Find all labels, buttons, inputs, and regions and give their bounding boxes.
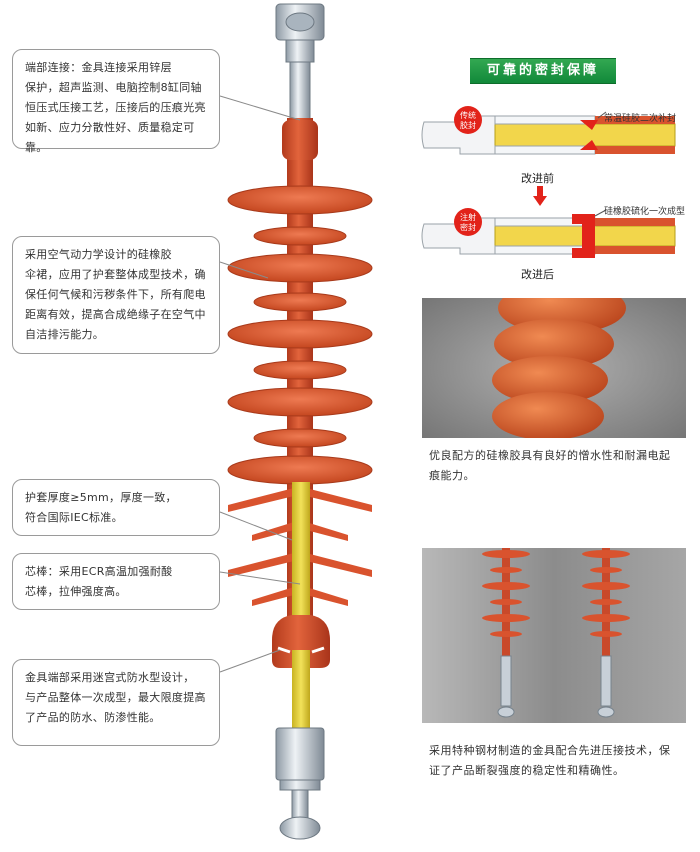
cutaway-section bbox=[228, 482, 372, 730]
shed-closeup-photo bbox=[422, 298, 686, 438]
callout-shed-design: 采用空气动力学设计的硅橡胶 伞裙，应用了护套整体成型技术，确 保任何气候和污秽条… bbox=[12, 236, 220, 354]
callout-sheath-thickness: 护套厚度≥5mm，厚度一致， 符合国际IEC标准。 bbox=[12, 479, 220, 536]
injection-badge-line2: 密封 bbox=[460, 222, 476, 232]
callout-core-rod-text: 芯棒：采用ECR高温加强耐酸 芯棒，拉伸强度高。 bbox=[25, 565, 173, 598]
callout-end-connection-text: 端部连接：金具连接采用锌层 保护，超声监测、电脑控制8缸同轴 恒压式压接工艺，压… bbox=[25, 61, 206, 154]
note-before: 常温硅胶二次补封 bbox=[604, 114, 677, 124]
insulator-illustration bbox=[227, 3, 373, 840]
traditional-badge-line1: 传统 bbox=[460, 110, 476, 120]
callout-waterproof-fitting: 金具端部采用迷宫式防水型设计， 与产品整体一次成型，最大限度提高 了产品的防水、… bbox=[12, 659, 220, 746]
sheds bbox=[227, 185, 373, 485]
traditional-badge-line2: 胶封 bbox=[460, 120, 476, 130]
callout-waterproof-fitting-text: 金具端部采用迷宫式防水型设计， 与产品整体一次成型，最大限度提高 了产品的防水、… bbox=[25, 671, 206, 724]
top-collar bbox=[282, 120, 318, 160]
seal-after-diagram: 注射 密封 bbox=[421, 208, 676, 258]
top-end-fitting bbox=[275, 3, 325, 121]
callout-core-rod: 芯棒：采用ECR高温加强耐酸 芯棒，拉伸强度高。 bbox=[12, 553, 220, 610]
before-label: 改进前 bbox=[521, 172, 554, 185]
insulators-product-photo bbox=[422, 548, 686, 723]
shed-closeup-caption: 优良配方的硅橡胶具有良好的憎水性和耐漏电起 痕能力。 bbox=[429, 449, 671, 482]
after-label: 改进后 bbox=[521, 268, 554, 281]
callout-sheath-thickness-text: 护套厚度≥5mm，厚度一致， 符合国际IEC标准。 bbox=[25, 491, 177, 524]
bottom-end-fitting bbox=[275, 727, 325, 840]
seal-before-diagram: 传统 胶封 bbox=[421, 106, 676, 155]
insulators-product-caption: 采用特种钢材制造的金具配合先进压接技术，保 证了产品断裂强度的稳定性和精确性。 bbox=[429, 744, 671, 777]
note-after: 硅橡胶硫化一次成型 bbox=[604, 207, 686, 217]
callout-end-connection: 端部连接：金具连接采用锌层 保护，超声监测、电脑控制8缸同轴 恒压式压接工艺，压… bbox=[12, 49, 220, 154]
down-arrow bbox=[533, 186, 547, 206]
callout-shed-design-text: 采用空气动力学设计的硅橡胶 伞裙，应用了护套整体成型技术，确 保任何气候和污秽条… bbox=[25, 248, 206, 341]
injection-badge-line1: 注射 bbox=[460, 212, 476, 222]
seal-section-title: 可靠的密封保障 bbox=[470, 58, 616, 84]
